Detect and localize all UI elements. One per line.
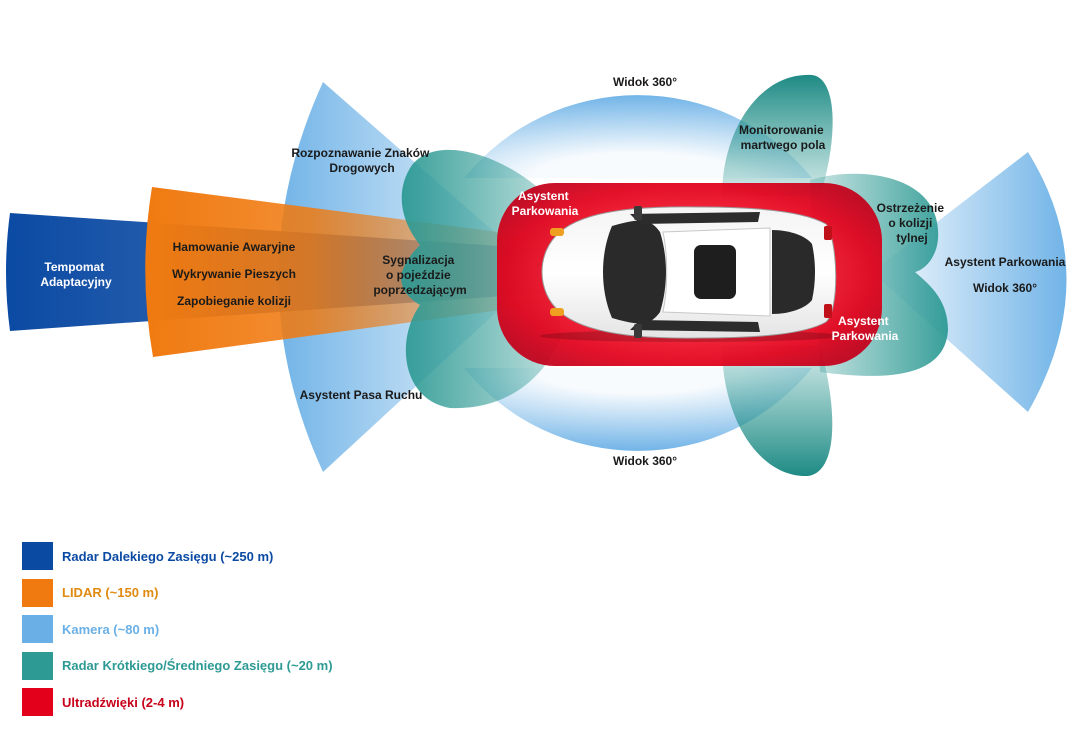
blind-spot-zone-bottom bbox=[722, 346, 833, 477]
camera-zone-rear bbox=[872, 152, 1067, 412]
legend-item-camera: Kamera (~80 m) bbox=[22, 615, 333, 643]
legend-item-ultrasonic: Ultradźwięki (2-4 m) bbox=[22, 688, 333, 716]
legend-label: Ultradźwięki (2-4 m) bbox=[62, 694, 185, 710]
collision-avoidance-label: Zapobieganie kolizji bbox=[177, 294, 291, 308]
blind-spot-zone-top bbox=[722, 74, 833, 196]
surround-view-bottom-label: Widok 360° bbox=[613, 454, 677, 468]
legend-swatch bbox=[22, 615, 53, 643]
park-assist-front-label: Asystent Parkowania bbox=[512, 189, 579, 218]
adaptive-cruise-label: Tempomat Adaptacyjny bbox=[40, 260, 112, 289]
park-assist-rear-label: Asystent Parkowania bbox=[832, 314, 899, 343]
lane-assist-label: Asystent Pasa Ruchu bbox=[300, 388, 423, 402]
blind-spot-label: Monitorowanie martwego pola bbox=[739, 123, 827, 152]
legend-swatch bbox=[22, 578, 53, 607]
pedestrian-detection-label: Wykrywanie Pieszych bbox=[172, 267, 296, 281]
cross-traffic-alert-label: Sygnalizacja o pojeździe poprzedzającym bbox=[373, 253, 466, 297]
legend-label: LIDAR (~150 m) bbox=[62, 585, 159, 600]
legend: Radar Dalekiego Zasięgu (~250 m) LIDAR (… bbox=[22, 542, 333, 725]
legend-swatch bbox=[22, 651, 53, 680]
emergency-braking-label: Hamowanie Awaryjne bbox=[173, 240, 296, 254]
traffic-sign-recognition-label: Rozpoznawanie Znaków Drogowych bbox=[291, 146, 432, 175]
car-illustration bbox=[540, 206, 840, 342]
legend-item-lidar: LIDAR (~150 m) bbox=[22, 578, 333, 607]
legend-label: Radar Dalekiego Zasięgu (~250 m) bbox=[62, 548, 274, 564]
legend-label: Radar Krótkiego/Średniego Zasięgu (~20 m… bbox=[62, 658, 333, 673]
surround-view-zone-bottom bbox=[464, 368, 812, 451]
legend-item-long-range-radar: Radar Dalekiego Zasięgu (~250 m) bbox=[22, 542, 333, 570]
rear-collision-label: Ostrzeżenie o kolizji tylnej bbox=[877, 201, 948, 245]
surround-view-zone-top bbox=[464, 95, 812, 178]
surround-view-rear-label: Widok 360° bbox=[973, 281, 1037, 295]
legend-label: Kamera (~80 m) bbox=[62, 621, 160, 637]
legend-item-short-mid-radar: Radar Krótkiego/Średniego Zasięgu (~20 m… bbox=[22, 651, 333, 680]
legend-swatch bbox=[22, 688, 53, 716]
legend-swatch bbox=[22, 542, 53, 570]
surround-view-top-label: Widok 360° bbox=[613, 75, 677, 89]
park-assist-side-label: Asystent Parkowania bbox=[945, 255, 1066, 269]
